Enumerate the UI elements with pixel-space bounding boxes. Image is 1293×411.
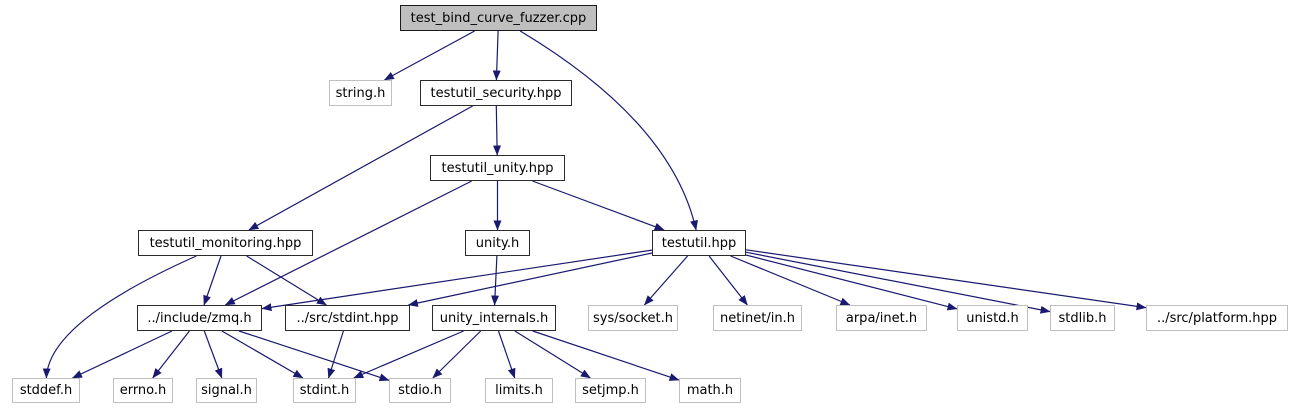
node-stdint-hpp[interactable]: ../src/stdint.hpp [285, 305, 410, 331]
edge-zmq-h-to-errno-h [152, 330, 190, 379]
node-label-limits-h: limits.h [495, 383, 543, 398]
node-label-cpp: test_bind_curve_fuzzer.cpp [410, 10, 587, 26]
node-label-stdlib-h: stdlib.h [1058, 310, 1107, 326]
node-label-platform-hpp: ../src/platform.hpp [1156, 310, 1278, 326]
node-signal-h: signal.h [196, 378, 257, 403]
edge-testutil-hpp-to-sys-socket-h [643, 255, 689, 306]
node-label-testutil-hpp: testutil.hpp [661, 235, 737, 251]
node-sys-socket-h: sys/socket.h [588, 305, 678, 331]
node-label-stdint-hpp: ../src/stdint.hpp [296, 310, 399, 326]
node-limits-h: limits.h [485, 378, 553, 403]
node-label-monitoring-hpp: testutil_monitoring.hpp [149, 235, 302, 251]
node-monitoring-hpp[interactable]: testutil_monitoring.hpp [138, 230, 313, 256]
node-zmq-h[interactable]: ../include/zmq.h [137, 305, 262, 331]
node-label-stdint-h: stdint.h [299, 383, 350, 398]
node-label-stdio-h: stdio.h [398, 383, 442, 398]
edge-stdint-hpp-to-stdint-h [327, 330, 344, 379]
node-unistd-h: unistd.h [957, 305, 1028, 331]
node-security-hpp[interactable]: testutil_security.hpp [420, 80, 572, 106]
node-setjmp-h: setjmp.h [575, 378, 646, 403]
edge-unity-internals-to-stdio-h [432, 330, 482, 379]
edge-security-hpp-to-monitoring-hpp [248, 105, 473, 231]
edge-zmq-h-to-stddef-h [72, 330, 173, 379]
node-label-security-hpp: testutil_security.hpp [430, 85, 562, 101]
node-label-unity-internals: unity_internals.h [439, 310, 549, 326]
node-unity-hpp[interactable]: testutil_unity.hpp [430, 155, 565, 181]
edge-unity-hpp-to-testutil-hpp [532, 180, 665, 231]
edge-monitoring-hpp-to-zmq-h [203, 255, 222, 306]
node-stddef-h: stddef.h [12, 378, 80, 403]
node-stdlib-h: stdlib.h [1050, 305, 1115, 331]
node-stdint-h: stdint.h [293, 378, 356, 403]
node-platform-hpp: ../src/platform.hpp [1146, 305, 1288, 331]
edge-zmq-h-to-stdint-h [221, 330, 304, 379]
edge-unity-hpp-to-zmq-h [224, 180, 472, 306]
node-cpp: test_bind_curve_fuzzer.cpp [400, 5, 597, 31]
node-netinet-in-h: netinet/in.h [713, 305, 802, 331]
edge-cpp-to-testutil-hpp [519, 30, 698, 231]
edge-monitoring-hpp-to-stddef-h [42, 255, 197, 379]
edge-security-hpp-to-unity-hpp [493, 105, 502, 156]
edge-unity-internals-to-setjmp-h [514, 330, 591, 379]
edge-zmq-h-to-signal-h [203, 330, 223, 379]
node-testutil-hpp[interactable]: testutil.hpp [652, 230, 746, 256]
node-unity-internals[interactable]: unity_internals.h [432, 305, 556, 331]
node-label-arpa-inet-h: arpa/inet.h [845, 310, 918, 326]
edge-testutil-hpp-to-unistd-h [745, 254, 958, 311]
node-label-setjmp-h: setjmp.h [582, 383, 639, 398]
edge-testutil-hpp-to-zmq-h [261, 249, 653, 312]
edge-unity-h-to-unity-internals [491, 255, 500, 306]
node-label-errno-h: errno.h [119, 383, 167, 398]
edge-testutil-hpp-to-arpa-inet-h [730, 255, 851, 306]
node-stdio-h: stdio.h [389, 378, 451, 403]
node-label-unity-h: unity.h [475, 235, 520, 251]
edge-testutil-hpp-to-stdint-hpp [407, 252, 653, 307]
node-label-stddef-h: stddef.h [19, 383, 73, 398]
node-label-string-h: string.h [335, 85, 386, 101]
node-label-sys-socket-h: sys/socket.h [592, 310, 674, 326]
edge-testutil-hpp-to-netinet-in-h [708, 255, 748, 306]
node-arpa-inet-h: arpa/inet.h [836, 305, 927, 331]
edge-testutil-hpp-to-platform-hpp [745, 249, 1147, 311]
edge-unity-internals-to-limits-h [497, 330, 516, 379]
node-label-unity-hpp: testutil_unity.hpp [441, 160, 554, 176]
node-label-math-h: math.h [686, 383, 734, 398]
node-math-h: math.h [679, 378, 741, 403]
node-errno-h: errno.h [113, 378, 173, 403]
node-label-netinet-in-h: netinet/in.h [720, 310, 795, 326]
edge-unity-internals-to-math-h [532, 330, 680, 381]
node-unity-h[interactable]: unity.h [465, 230, 530, 256]
edge-monitoring-hpp-to-stdint-hpp [246, 255, 327, 306]
node-string-h: string.h [329, 80, 392, 106]
edge-unity-internals-to-stdint-h [353, 330, 464, 379]
node-label-signal-h: signal.h [201, 383, 252, 398]
edge-cpp-to-security-hpp [492, 30, 501, 81]
edge-cpp-to-string-h [383, 30, 475, 81]
node-label-unistd-h: unistd.h [966, 310, 1019, 326]
edge-testutil-hpp-to-stdlib-h [745, 251, 1051, 314]
node-label-zmq-h: ../include/zmq.h [147, 310, 252, 326]
